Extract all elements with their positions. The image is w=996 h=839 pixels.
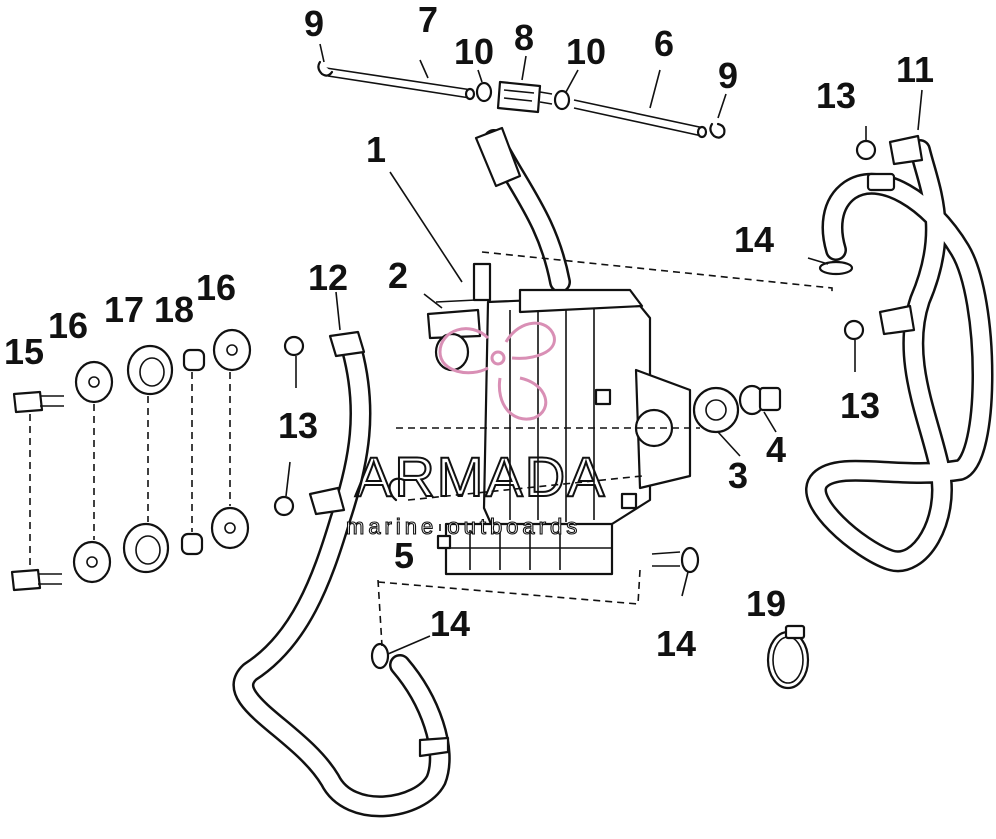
mounting-hardware <box>10 328 252 592</box>
bolt-15-lower <box>10 568 42 592</box>
callout-3: 3 <box>728 455 748 496</box>
callout-7: 7 <box>418 0 438 40</box>
fitting-11-upper <box>888 134 924 166</box>
leader-lines <box>285 43 923 655</box>
callout-2: 2 <box>388 255 408 296</box>
clip-5 <box>388 477 406 502</box>
callout-6: 6 <box>654 23 674 64</box>
fitting-11-lower <box>878 304 916 336</box>
callout-12: 12 <box>308 257 348 298</box>
callout-labels: 1 2 3 4 5 6 7 8 9 9 10 10 11 12 13 13 13… <box>4 0 934 664</box>
callout-8: 8 <box>514 17 534 58</box>
callout-17: 17 <box>104 289 144 330</box>
washer-16b-lower <box>210 506 250 550</box>
callout-10-left: 10 <box>454 31 494 72</box>
clamp-9-left <box>317 60 334 77</box>
fuel-line-assembly <box>317 60 726 139</box>
connector-plug <box>474 126 522 188</box>
grommet-17-upper <box>126 344 174 396</box>
sleeve-18-lower <box>180 532 204 556</box>
callout-4: 4 <box>766 429 786 470</box>
callout-16-left: 16 <box>48 305 88 346</box>
callout-13-top: 13 <box>816 75 856 116</box>
propeller-logo <box>438 321 556 421</box>
grommet-3 <box>692 386 740 434</box>
clamps-14 <box>370 260 854 670</box>
callout-1: 1 <box>366 129 386 170</box>
fitting-12-upper <box>328 330 366 358</box>
bolt-15-upper <box>12 390 44 414</box>
callout-13-left: 13 <box>278 405 318 446</box>
callout-14-left: 14 <box>430 603 470 644</box>
clamp-10-right <box>553 89 571 111</box>
callout-9-right: 9 <box>718 55 738 96</box>
washer-16-lower <box>72 540 112 584</box>
callout-13-right: 13 <box>840 385 880 426</box>
grommet-17-lower <box>122 522 170 574</box>
callout-10-right: 10 <box>566 31 606 72</box>
callout-18: 18 <box>154 289 194 330</box>
hose-12 <box>232 330 451 818</box>
hose-11 <box>805 134 994 573</box>
callout-19: 19 <box>746 583 786 624</box>
hose-clamp-19 <box>766 624 810 690</box>
grommet-3-and-plug-4 <box>692 384 782 434</box>
vapor-separator <box>436 126 692 576</box>
watermark-tagline: marine outboards <box>346 514 581 539</box>
o-rings-13 <box>273 139 877 517</box>
washer-16b-upper <box>212 328 252 372</box>
valve-assembly-2 <box>426 299 482 372</box>
clamp-10-left <box>475 81 493 103</box>
callout-15: 15 <box>4 331 44 372</box>
clamp-9-right <box>709 122 726 139</box>
sleeve-18-upper <box>182 348 206 372</box>
top-fitting <box>472 262 492 302</box>
callout-14-bottom: 14 <box>656 623 696 664</box>
callout-5: 5 <box>394 535 414 576</box>
watermark-brand: ARMADA <box>355 445 607 508</box>
washer-16-upper <box>74 360 114 404</box>
fitting-12-lower <box>308 486 346 516</box>
armada-watermark: ARMADA marine outboards <box>345 321 607 540</box>
callout-16-right: 16 <box>196 267 236 308</box>
callout-9-left: 9 <box>304 3 324 44</box>
fuel-filter-8 <box>496 80 542 114</box>
callout-11: 11 <box>896 49 934 90</box>
callout-14-top: 14 <box>734 219 774 260</box>
